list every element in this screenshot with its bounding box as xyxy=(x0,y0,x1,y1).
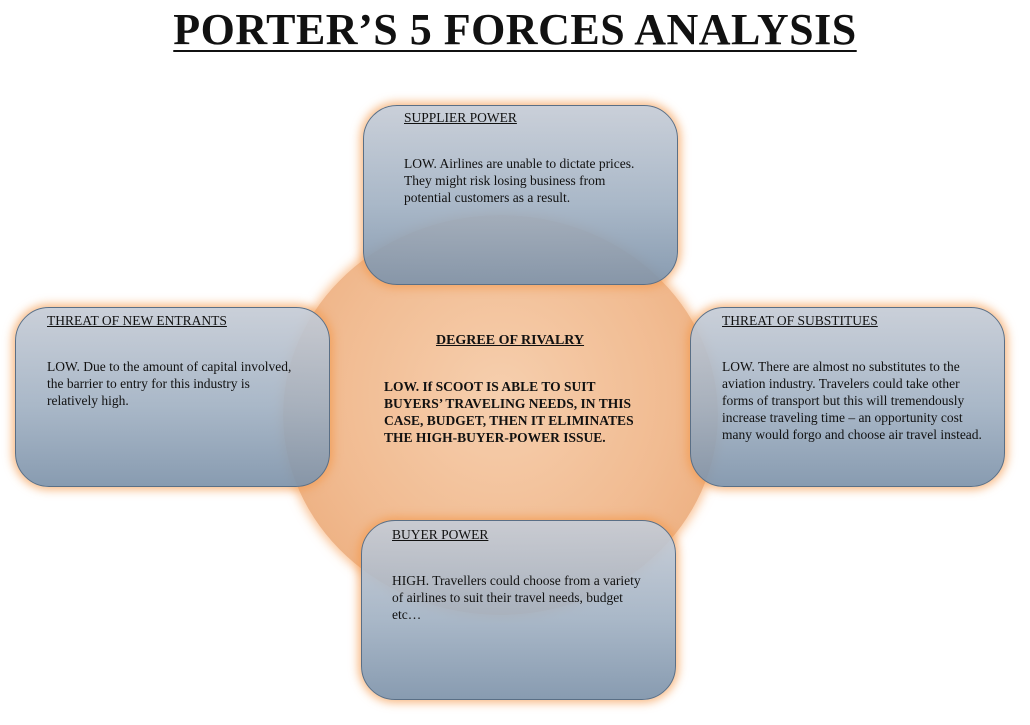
threat-of-substitutes-text: LOW. There are almost no substitutes to … xyxy=(722,359,982,442)
threat-of-new-entrants-heading: THREAT OF NEW ENTRANTS xyxy=(47,313,227,328)
threat-of-substitutes-heading: THREAT OF SUBSTITUES xyxy=(722,313,878,328)
supplier-power-box: SUPPLIER POWER LOW. Airlines are unable … xyxy=(363,105,678,285)
supplier-power-text: LOW. Airlines are unable to dictate pric… xyxy=(404,156,635,205)
threat-of-new-entrants-text: LOW. Due to the amount of capital involv… xyxy=(47,359,292,408)
buyer-power-box: BUYER POWER HIGH. Travellers could choos… xyxy=(361,520,676,700)
supplier-power-heading: SUPPLIER POWER xyxy=(404,110,517,125)
threat-of-substitutes-box: THREAT OF SUBSTITUES LOW. There are almo… xyxy=(690,307,1005,487)
degree-of-rivalry-text: LOW. If SCOOT IS ABLE TO SUIT BUYERS’ TR… xyxy=(384,379,634,445)
buyer-power-text: HIGH. Travellers could choose from a var… xyxy=(392,573,641,622)
page-title-text: PORTER’S 5 FORCES ANALYSIS xyxy=(173,5,857,54)
buyer-power-heading: BUYER POWER xyxy=(392,527,489,542)
threat-of-new-entrants-box: THREAT OF NEW ENTRANTS LOW. Due to the a… xyxy=(15,307,330,487)
degree-of-rivalry-heading: DEGREE OF RIVALRY xyxy=(435,333,585,348)
page-title: PORTER’S 5 FORCES ANALYSIS xyxy=(0,4,1030,55)
